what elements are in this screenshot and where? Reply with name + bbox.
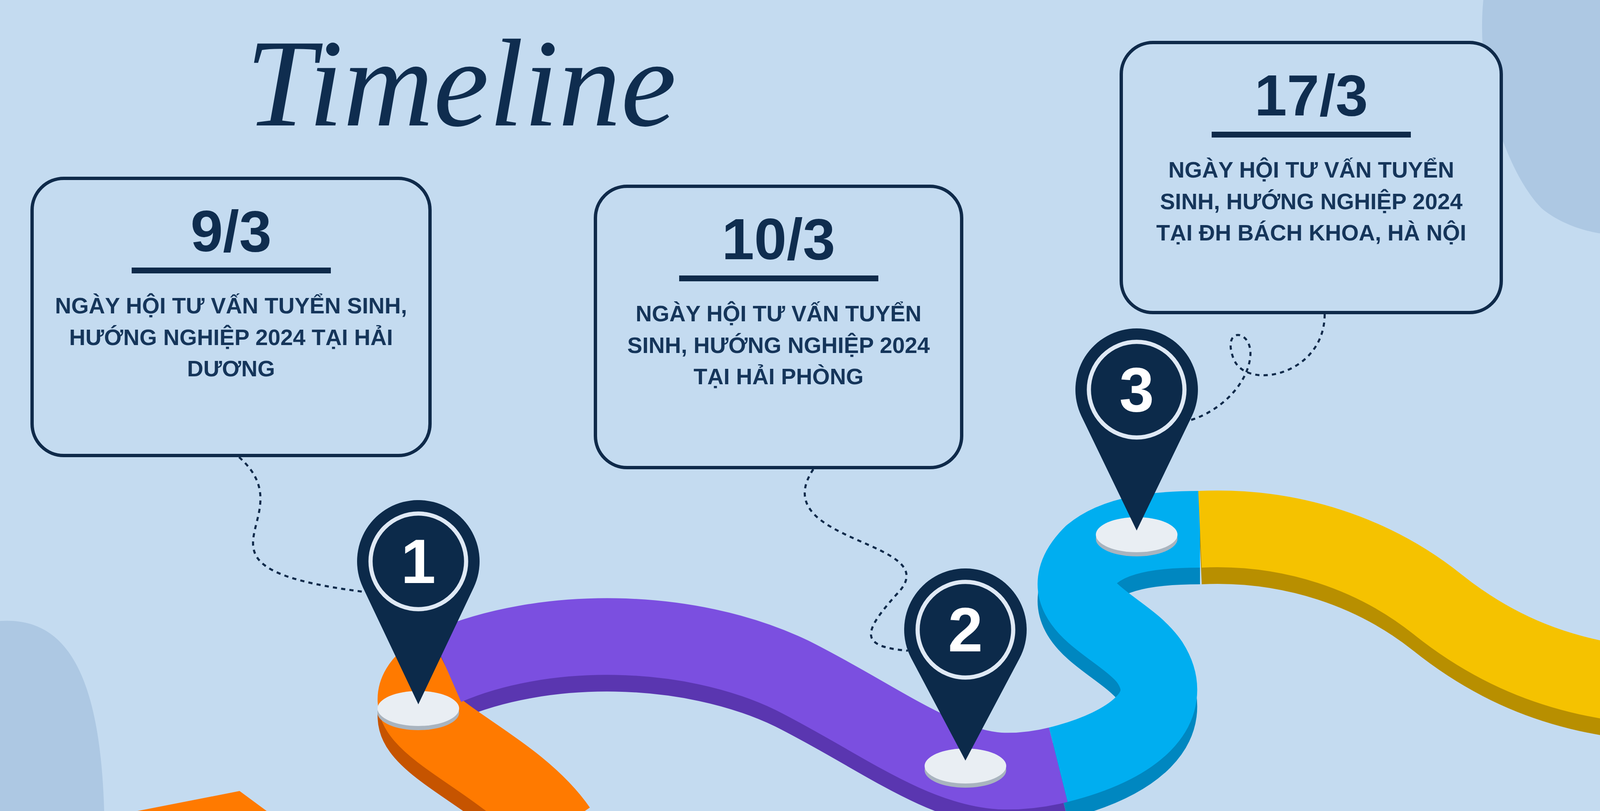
event-text: NGÀY HỘI TƯ VẤN TUYỂN SINH, HƯỚNG NGHIỆP… <box>1139 154 1483 249</box>
event-box: 10/3NGÀY HỘI TƯ VẤN TUYỂN SINH, HƯỚNG NG… <box>593 184 964 470</box>
map-pin: 3 <box>1075 328 1198 531</box>
callout-number: 3 <box>1075 328 1198 451</box>
road-blue <box>1058 529 1200 765</box>
corner-blob <box>0 620 105 811</box>
date-underline <box>679 275 879 282</box>
timeline-title: Timeline <box>245 8 677 159</box>
pin-body <box>357 500 480 705</box>
event-date: 10/3 <box>721 207 835 272</box>
pin-dots <box>377 517 1178 788</box>
map-pin: 1 <box>357 500 480 705</box>
callout-number: 1 <box>357 500 480 623</box>
dashed-leader <box>1189 314 1325 421</box>
dashed-leader <box>804 469 908 651</box>
event-date: 9/3 <box>190 199 272 264</box>
event-text: NGÀY HỘI TƯ VẤN TUYỂN SINH, HƯỚNG NGHIỆP… <box>50 290 412 385</box>
title-holder: Timeline <box>245 8 677 159</box>
map-pin: 2 <box>904 568 1027 761</box>
leader-connector <box>1189 314 1325 421</box>
leader-connector <box>804 469 908 651</box>
date-underline <box>131 267 331 274</box>
event-box: 17/3NGÀY HỘI TƯ VẤN TUYỂN SINH, HƯỚNG NG… <box>1119 40 1503 315</box>
callout-number: 2 <box>904 568 1027 691</box>
dashed-leader <box>239 457 366 593</box>
pin-body <box>904 568 1027 761</box>
event-date: 17/3 <box>1254 63 1368 128</box>
date-underline <box>1211 131 1411 138</box>
leader-connector <box>239 457 366 593</box>
road-piece <box>137 790 267 811</box>
event-text: NGÀY HỘI TƯ VẤN TUYỂN SINH, HƯỚNG NGHIỆP… <box>613 297 944 393</box>
event-box: 9/3NGÀY HỘI TƯ VẤN TUYỂN SINH, HƯỚNG NGH… <box>30 176 432 458</box>
road-yellow <box>1200 528 1600 684</box>
pin-body <box>1075 328 1198 531</box>
road-top <box>415 528 1600 811</box>
